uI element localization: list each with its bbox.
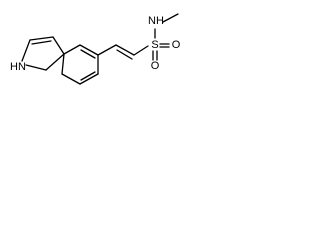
- sulfonamide-nh-label: NH: [148, 15, 164, 27]
- oxygen-bottom-label: O: [151, 60, 160, 72]
- bond-ca-cb: [115, 44, 135, 56]
- bond-c6-c7: [79, 73, 99, 85]
- bond-cb-s: [133, 45, 149, 56]
- bond-c7a-c3a-inner: [61, 53, 65, 75]
- vinyl-linker: [97, 44, 149, 60]
- sulfur-label: S: [151, 39, 158, 51]
- bond-c2-c3-double: [31, 40, 52, 45]
- bond-n1-c2: [21, 39, 31, 62]
- bond-c7a-n1: [25, 64, 47, 71]
- pyrrole-ring: [21, 36, 65, 71]
- benzene-ring: [45, 44, 99, 85]
- bond-c3a-c4: [63, 44, 81, 55]
- bond-c2-c3: [29, 36, 54, 41]
- bond-c4-c5-double: [80, 49, 96, 59]
- bond-ca-cb-double: [116, 49, 133, 60]
- oxygen-top-label: O: [172, 39, 181, 51]
- bond-c3-c3a: [52, 36, 65, 55]
- bond-c6-c7-double: [80, 71, 96, 81]
- bond-c7-c7a: [61, 73, 81, 85]
- structure-svg: HN NH S O O: [10, 13, 181, 85]
- bond-c3a-c7a: [45, 53, 65, 71]
- bond-c4-c5: [79, 44, 99, 56]
- molecule-diagram: HN NH S O O: [0, 0, 207, 109]
- indole-nh-label: HN: [10, 61, 26, 73]
- bond-n-methyl: [162, 13, 179, 23]
- bond-c5-ca: [97, 44, 117, 56]
- sulfonamide-group: [152, 13, 179, 61]
